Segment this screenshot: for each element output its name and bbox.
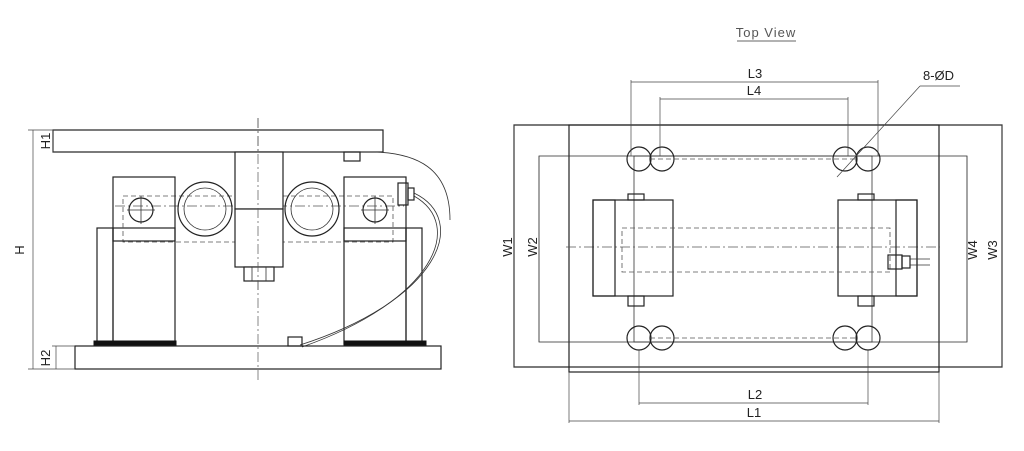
dim-h1: H1 xyxy=(38,133,53,150)
front-view: H H1 H2 xyxy=(12,118,451,380)
holes-label: 8-ØD xyxy=(923,68,954,83)
top-right-block xyxy=(837,199,918,297)
beam-outline xyxy=(621,227,891,273)
dim-w3: W3 xyxy=(985,240,1000,260)
right-pad xyxy=(343,340,427,347)
dim-l2: L2 xyxy=(748,387,762,402)
left-support-body xyxy=(112,227,176,345)
left-support xyxy=(96,227,114,345)
top-left-block xyxy=(592,199,674,297)
dim-w4: W4 xyxy=(965,240,980,260)
dim-w1: W1 xyxy=(500,237,515,257)
mounting-holes xyxy=(626,146,881,351)
right-end-block xyxy=(343,176,407,242)
base-plate xyxy=(74,345,442,370)
left-pad xyxy=(93,340,177,347)
base-plate-outline xyxy=(513,124,1003,368)
top-plate xyxy=(52,129,384,153)
dim-l4: L4 xyxy=(747,83,761,98)
dim-w2: W2 xyxy=(525,237,540,257)
left-end-block xyxy=(112,176,176,242)
view-title: Top View xyxy=(736,25,797,40)
dim-h: H xyxy=(12,245,27,254)
top-view: Top View xyxy=(500,25,1003,423)
right-roller xyxy=(284,181,340,237)
right-support xyxy=(405,227,423,345)
center-post xyxy=(234,151,284,210)
right-support-body xyxy=(343,227,407,345)
dim-l3: L3 xyxy=(748,66,762,81)
dim-h2: H2 xyxy=(38,350,53,367)
top-plate-outline xyxy=(568,124,940,373)
dim-l1: L1 xyxy=(747,405,761,420)
left-roller xyxy=(177,181,233,237)
